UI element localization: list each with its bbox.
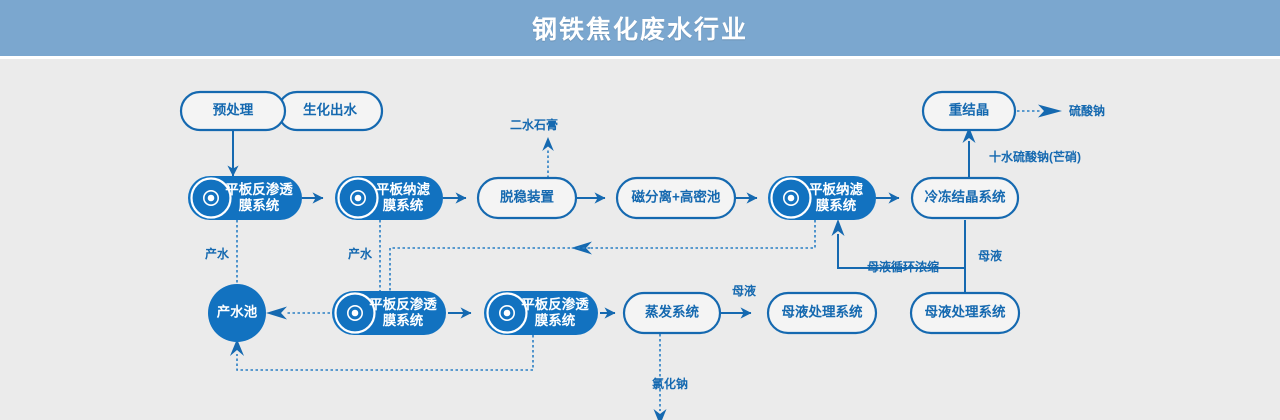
node-destabilizer[interactable]: 脱稳装置 bbox=[476, 176, 578, 220]
node-label: 脱稳装置 bbox=[500, 189, 554, 205]
edge-label-recycle_conc: 母液循环浓缩 bbox=[867, 259, 939, 274]
arrowhead-pool-bottom bbox=[230, 339, 244, 356]
node-label: 平板反渗透膜系统 bbox=[369, 296, 437, 328]
edge-recycle-down-to-ro-bot1 bbox=[389, 247, 590, 300]
edge-label-mother_liq_1: 母液 bbox=[732, 283, 756, 298]
output-label-sodium_sulf: 硫酸钠 bbox=[1069, 103, 1105, 118]
node-nf_right[interactable]: 平板纳滤膜系统 bbox=[768, 176, 876, 220]
node-mother_liquor_1[interactable]: 母液处理系统 bbox=[766, 291, 878, 335]
page-title: 钢铁焦化废水行业 bbox=[531, 16, 748, 44]
membrane-disc-icon bbox=[334, 292, 376, 334]
node-label: 母液处理系统 bbox=[925, 304, 1006, 320]
membrane-disc-icon bbox=[337, 177, 379, 219]
edge-nf-right-recycle-left bbox=[590, 220, 816, 249]
node-label: 母液处理系统 bbox=[782, 304, 863, 320]
edge-label-mirabilite: 十水硫酸钠(芒硝) bbox=[989, 149, 1081, 164]
node-mag_sep[interactable]: 磁分离+高密池 bbox=[615, 176, 737, 220]
edge-label-mother_liq_2: 母液 bbox=[978, 248, 1002, 263]
node-freeze_cryst[interactable]: 冷冻结晶系统 bbox=[910, 176, 1020, 220]
node-label: 预处理 bbox=[213, 102, 254, 118]
arrowhead-mother-liquor-recycle bbox=[831, 219, 845, 236]
node-mother_liquor_2[interactable]: 母液处理系统 bbox=[909, 291, 1021, 335]
arrowhead-recycle-left bbox=[571, 241, 592, 255]
arrowhead-gypsum bbox=[542, 137, 554, 151]
node-label: 冷冻结晶系统 bbox=[925, 189, 1006, 205]
node-ro_bot_2[interactable]: 平板反渗透膜系统 bbox=[484, 291, 598, 335]
node-label: 重结晶 bbox=[949, 102, 990, 118]
membrane-disc-icon bbox=[486, 292, 528, 334]
node-recrystallize[interactable]: 重结晶 bbox=[921, 90, 1017, 132]
membrane-disc-icon bbox=[190, 177, 232, 219]
node-label: 平板纳滤膜系统 bbox=[376, 181, 430, 213]
node-label: 生化出水 bbox=[303, 102, 357, 118]
node-label: 蒸发系统 bbox=[645, 304, 699, 320]
flowchart-svg: 生化出水预处理平板反渗透膜系统平板纳滤膜系统脱稳装置磁分离+高密池平板纳滤膜系统… bbox=[179, 90, 1105, 420]
node-biochem_effluent[interactable]: 生化出水 bbox=[276, 90, 384, 132]
flowchart-canvas: 生化出水预处理平板反渗透膜系统平板纳滤膜系统脱稳装置磁分离+高密池平板纳滤膜系统… bbox=[0, 59, 1280, 420]
node-label: 产水池 bbox=[217, 304, 258, 320]
node-label: 平板反渗透膜系统 bbox=[225, 181, 293, 213]
node-label: 磁分离+高密池 bbox=[632, 189, 721, 205]
labels-layer: 二水石膏硫酸钠氯化钠产水产水十水硫酸钠(芒硝)母液母液母液循环浓缩 bbox=[205, 103, 1105, 391]
edge-mother-liquor-recycle bbox=[837, 234, 965, 269]
node-ro_top[interactable]: 平板反渗透膜系统 bbox=[188, 176, 302, 220]
output-label-sodium_chlor: 氯化钠 bbox=[652, 376, 688, 391]
edge-label-permeate_1: 产水 bbox=[205, 246, 230, 261]
nodes-layer: 生化出水预处理平板反渗透膜系统平板纳滤膜系统脱稳装置磁分离+高密池平板纳滤膜系统… bbox=[179, 90, 1021, 342]
node-nf_top[interactable]: 平板纳滤膜系统 bbox=[335, 176, 443, 220]
output-label-gypsum: 二水石膏 bbox=[510, 117, 558, 132]
arrowhead-sodium-chloride bbox=[653, 409, 667, 420]
node-ro_bot_1[interactable]: 平板反渗透膜系统 bbox=[332, 291, 446, 335]
page-header: 钢铁焦化废水行业 bbox=[0, 0, 1280, 56]
membrane-disc-icon bbox=[770, 177, 812, 219]
arrowhead-pool-left bbox=[266, 306, 287, 320]
arrowhead-sodium-sulfate bbox=[1038, 104, 1062, 118]
edge-label-permeate_2: 产水 bbox=[348, 246, 373, 261]
edge-ro-bot2-return-to-pool bbox=[236, 335, 534, 371]
header-divider bbox=[0, 56, 1280, 59]
node-pretreatment[interactable]: 预处理 bbox=[179, 90, 287, 132]
node-label: 平板纳滤膜系统 bbox=[809, 181, 863, 213]
node-evaporation[interactable]: 蒸发系统 bbox=[622, 291, 722, 335]
node-label: 平板反渗透膜系统 bbox=[521, 296, 589, 328]
arrowhead-recrystallize bbox=[962, 127, 976, 143]
node-product_pool[interactable]: 产水池 bbox=[208, 284, 266, 342]
